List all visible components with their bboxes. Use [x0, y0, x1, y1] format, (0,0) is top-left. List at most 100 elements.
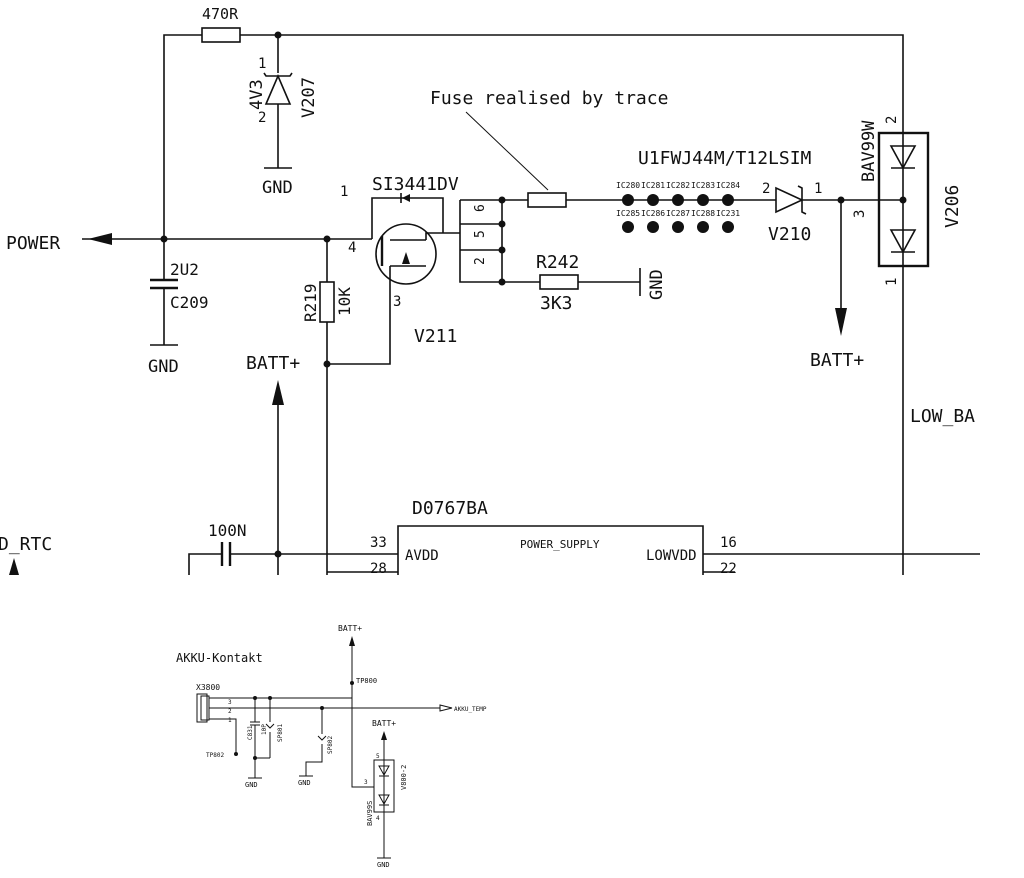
pin-33: 33	[370, 535, 387, 551]
x-pin1-wire	[209, 718, 237, 754]
fuse-note: Fuse realised by trace	[430, 88, 668, 109]
resistor-470r	[201, 27, 241, 43]
ic-pad-row-1: IC280 IC281 IC282 IC283 IC284	[616, 181, 740, 206]
ic-d0767ba-body	[397, 525, 704, 575]
connector-x3800-outer	[200, 695, 210, 721]
v210-pin2: 2	[762, 181, 770, 197]
cap-100n-wire	[188, 553, 222, 575]
si-pin1: 1	[340, 184, 348, 200]
x3800-label: X3800	[196, 683, 220, 692]
pin-16: 16	[720, 535, 737, 551]
low-ba-label: LOW_BA	[910, 406, 975, 427]
top-rail-wire-right	[240, 34, 904, 133]
lowvdd-label: LOWVDD	[646, 548, 697, 564]
test-pad	[622, 221, 634, 233]
junction	[253, 696, 257, 700]
top-schematic: 470R 1 2 4V3 V207 GND POWER 2U2 C209 GND…	[0, 5, 980, 577]
v207-pin1: 1	[258, 56, 266, 72]
xpin2: 2	[228, 708, 232, 715]
v206-pin2: 2	[884, 116, 900, 124]
test-pad	[697, 194, 709, 206]
test-pad	[647, 221, 659, 233]
body-diode-icon	[402, 194, 410, 202]
mosfet-v211-body	[375, 223, 437, 285]
v206-pin1: 1	[884, 278, 900, 286]
mosfet-drain	[425, 232, 460, 240]
batt-mid-arrow	[381, 731, 387, 740]
connector-x3800	[196, 693, 208, 723]
c831-value: 10P	[261, 724, 268, 735]
junction	[274, 550, 282, 558]
gnd-r242-label: GND	[647, 269, 667, 300]
ic-pad-row-2: IC285 IC286 IC287 IC288 IC231	[616, 209, 740, 233]
zener-v207-bar	[263, 72, 293, 77]
gnd-a-label: GND	[245, 781, 258, 789]
bav99w-label: BAV99W	[859, 120, 879, 182]
fuse-by-trace	[527, 192, 567, 208]
test-pad	[672, 221, 684, 233]
gnd-c209-label: GND	[148, 357, 179, 377]
test-pad	[722, 194, 734, 206]
batt-right-label: BATT+	[810, 350, 864, 371]
drain-bus	[459, 200, 502, 283]
akku-temp-arrow	[439, 704, 453, 712]
test-pad	[672, 194, 684, 206]
fuse-part-label: U1FWJ44M/T12LSIM	[638, 148, 812, 169]
tp802-label: TP802	[206, 752, 224, 759]
sp801-label: SP801	[277, 724, 284, 742]
v207-value: 4V3	[247, 79, 267, 110]
section-gap	[0, 575, 1024, 578]
test-pad	[647, 194, 659, 206]
bpin5: 5	[376, 753, 380, 760]
v207-pin2: 2	[258, 110, 266, 126]
batt-left-arrow	[272, 380, 284, 405]
si3441-label: SI3441DV	[372, 174, 459, 195]
batt-mid-label: BATT+	[372, 719, 396, 728]
cap-100n-label: 100N	[208, 521, 247, 540]
r219-value: 10K	[335, 287, 354, 316]
gnd-c-label: GND	[377, 861, 390, 869]
si-pin4: 4	[348, 240, 356, 256]
v211-ref: V211	[414, 326, 457, 347]
junction	[320, 706, 324, 710]
ic-label: IC287	[666, 209, 690, 218]
junction	[498, 220, 506, 228]
c209-value: 2U2	[170, 260, 199, 279]
junction	[498, 246, 506, 254]
ic-label: IC280	[616, 181, 640, 190]
tp800-label: TP800	[356, 677, 377, 685]
si-pin5: 5	[473, 230, 488, 238]
ic-label: IC288	[691, 209, 715, 218]
sp802-spark-gap	[317, 735, 327, 741]
ic-label: IC286	[641, 209, 665, 218]
si-pin6: 6	[473, 204, 488, 212]
v800-ref: V800-2	[400, 765, 408, 790]
sp802-wire-lower	[305, 744, 323, 776]
xpin3: 3	[228, 699, 232, 706]
xpin1: 1	[228, 717, 232, 724]
ic-label: IC283	[691, 181, 715, 190]
resistor-r219	[319, 281, 335, 323]
r242-value: 3K3	[540, 293, 573, 314]
c831-ref: C831	[247, 725, 254, 740]
junction	[350, 681, 354, 685]
test-pad	[722, 221, 734, 233]
bottom-schematic: BATT+ TP800 AKKU-Kontakt X3800 3 2 1 AKK…	[176, 624, 487, 869]
gnd-b-label: GND	[298, 779, 311, 787]
ic-label: IC284	[716, 181, 740, 190]
test-pad	[622, 194, 634, 206]
ic-d0767ba-label: D0767BA	[412, 498, 488, 519]
ic-label: IC281	[641, 181, 665, 190]
batt-top-label: BATT+	[338, 624, 362, 633]
bpin3: 3	[364, 779, 368, 786]
v206-pin3: 3	[852, 210, 868, 218]
power-net-label: POWER	[6, 233, 60, 254]
akku-title: AKKU-Kontakt	[176, 651, 263, 665]
ic-label: IC282	[666, 181, 690, 190]
rtc-arrow	[9, 558, 19, 575]
batt-top-arrow	[349, 636, 355, 646]
rtc-label: D_RTC	[0, 534, 52, 555]
mosfet-arrow-icon	[402, 252, 410, 264]
pin-28: 28	[370, 561, 387, 577]
